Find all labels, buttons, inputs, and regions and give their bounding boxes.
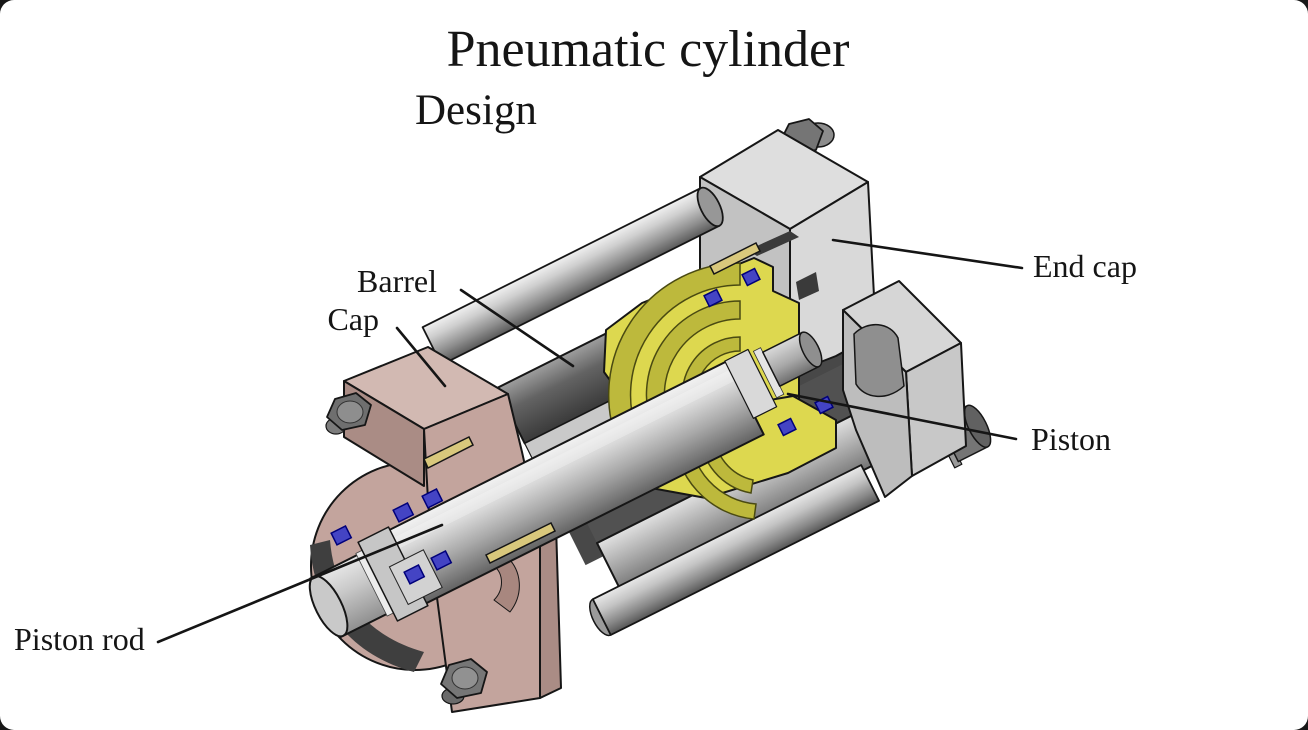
label-piston: Piston bbox=[1031, 421, 1111, 457]
leader-piston-rod bbox=[156, 523, 444, 644]
rod-highlight bbox=[389, 369, 737, 551]
seal-blue bbox=[421, 488, 444, 509]
leader-piston bbox=[786, 392, 1018, 441]
label-barrel: Barrel bbox=[357, 263, 437, 299]
seal-blue bbox=[430, 550, 453, 571]
page-title: Pneumatic cylinder bbox=[447, 21, 850, 78]
label-cap: Cap bbox=[327, 301, 379, 337]
seal-blue bbox=[741, 267, 761, 287]
seal-blue bbox=[403, 564, 426, 585]
cap-section-curve bbox=[493, 555, 520, 613]
seal-blue bbox=[703, 288, 723, 308]
tie-rod-top-end bbox=[696, 186, 724, 228]
cap-right-sliver bbox=[539, 524, 562, 699]
piston-hub-ring bbox=[724, 348, 778, 419]
label-piston-rod: Piston rod bbox=[14, 621, 145, 657]
wear-strip bbox=[423, 435, 475, 470]
wear-strip bbox=[484, 521, 557, 565]
leader-barrel bbox=[459, 288, 575, 368]
cushion-spear-end bbox=[798, 331, 823, 368]
tie-rod-bottom bbox=[589, 464, 880, 637]
barrel-edge-detail bbox=[748, 231, 799, 256]
seal-blue bbox=[777, 417, 797, 437]
seal-blue bbox=[392, 502, 415, 523]
cap-bolt-bottom bbox=[440, 658, 488, 705]
cushion-ring bbox=[607, 262, 741, 447]
tie-rod-top bbox=[421, 186, 724, 366]
end-cap-curved-notch bbox=[853, 324, 905, 397]
barrel-edge-detail bbox=[796, 272, 819, 300]
page-subtitle: Design bbox=[415, 87, 537, 134]
piston-rod-part bbox=[308, 331, 823, 639]
seal-blue bbox=[330, 525, 353, 546]
tie-rod-bottom-body bbox=[591, 464, 880, 636]
cap-bolt-top bbox=[325, 392, 372, 435]
wear-strip bbox=[708, 241, 762, 276]
bolt-head-top bbox=[451, 666, 479, 690]
leader-end-cap bbox=[831, 238, 1024, 270]
label-end-cap: End cap bbox=[1033, 248, 1137, 284]
leader-cap bbox=[395, 326, 447, 388]
cushion-ring bbox=[645, 300, 741, 432]
wear-strips bbox=[423, 241, 762, 565]
bolt-head-top bbox=[336, 400, 364, 424]
leader-lines bbox=[156, 238, 1024, 644]
